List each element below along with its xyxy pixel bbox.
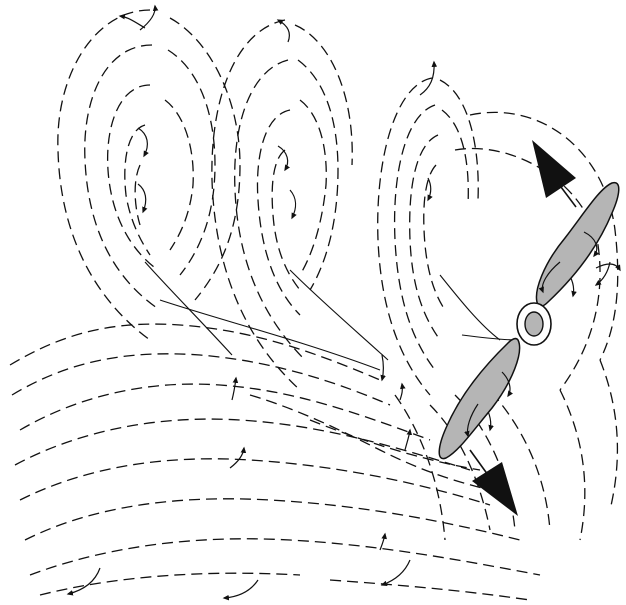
- rotation-arrow-icon: [68, 568, 100, 594]
- solid-wake-lines: [145, 262, 518, 370]
- rotation-arrow-icon: [420, 62, 434, 95]
- lower-wake-lines: [10, 324, 617, 600]
- rotor-hub-inner: [525, 312, 543, 336]
- middle-vortex-spiral: [212, 20, 352, 390]
- rotation-arrow-icon: [224, 580, 258, 598]
- rotation-arrow-icon: [400, 384, 402, 400]
- rotation-arrow-icon: [382, 560, 410, 585]
- rotation-arrow-icon: [278, 146, 288, 170]
- rotation-arrow-icon: [138, 184, 146, 212]
- left-vortex-spiral: [58, 10, 240, 340]
- rotation-arrow-icon: [230, 448, 244, 468]
- rotation-arrow-icon: [380, 534, 385, 550]
- rotation-arrow-icon: [278, 20, 289, 42]
- rotation-arrow-icon: [290, 190, 296, 218]
- lower-rotor-blade: [439, 339, 519, 459]
- rotation-arrow-icon: [232, 378, 236, 400]
- rotor: [439, 140, 619, 516]
- rotation-arrow-icon: [138, 128, 147, 156]
- rotation-arrow-icon: [382, 355, 384, 380]
- rotation-arrow-icon: [120, 16, 145, 28]
- rotation-arrow-icon: [405, 430, 410, 450]
- thrust-arrow-up-icon: [532, 140, 576, 198]
